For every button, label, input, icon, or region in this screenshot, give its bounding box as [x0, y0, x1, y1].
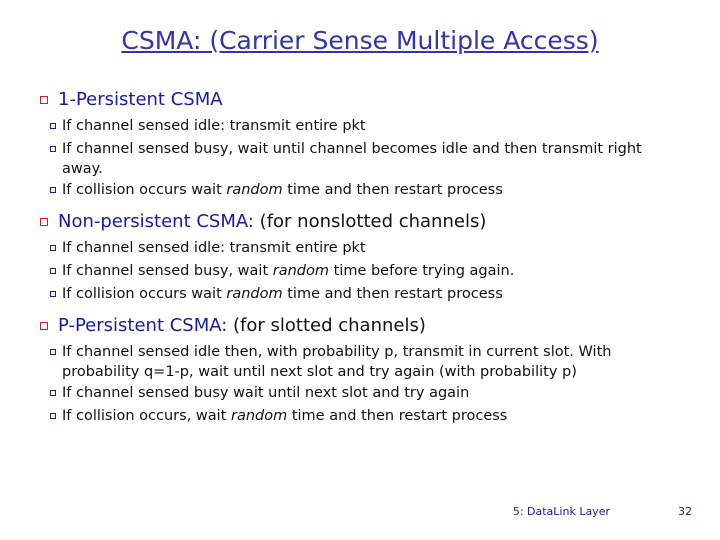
list-item-text: If channel sensed idle: transmit entire …: [62, 238, 366, 258]
section-heading-row: 1-Persistent CSMA: [36, 88, 696, 112]
item-text-em: random: [272, 263, 329, 279]
item-text-pre: If channel sensed busy, wait until chann…: [62, 141, 642, 177]
list-item-text: If collision occurs, wait random time an…: [62, 406, 507, 426]
list-item: If collision occurs wait random time and…: [36, 180, 696, 202]
small-square-bullet-icon: [36, 139, 62, 161]
list-item: If channel sensed idle then, with probab…: [36, 342, 696, 382]
section-heading-cont: (for nonslotted channels): [253, 211, 487, 232]
footer-label: 5: DataLink Layer: [512, 505, 610, 518]
item-text-em: random: [230, 408, 288, 424]
section-items: If channel sensed idle then, with probab…: [36, 342, 696, 428]
list-item-text: If channel sensed busy, wait until chann…: [62, 139, 662, 179]
list-item-text: If channel sensed busy wait until next s…: [62, 383, 469, 403]
list-item: If channel sensed busy, wait random time…: [36, 261, 696, 283]
page-title: CSMA: (Carrier Sense Multiple Access): [121, 26, 599, 55]
section-heading-cont: (for slotted channels): [227, 315, 426, 336]
section-heading-row: Non-persistent CSMA: (for nonslotted cha…: [36, 210, 696, 234]
list-item: If channel sensed idle: transmit entire …: [36, 238, 696, 260]
item-text-pre: If channel sensed idle: transmit entire …: [62, 118, 366, 134]
section-2: Non-persistent CSMA: (for nonslotted cha…: [36, 210, 696, 306]
small-square-bullet-icon: [36, 284, 62, 306]
list-item-text: If channel sensed idle: transmit entire …: [62, 116, 366, 136]
section-heading: Non-persistent CSMA: (for nonslotted cha…: [58, 210, 486, 234]
item-text-pre: If channel sensed busy, wait: [62, 263, 273, 279]
section-heading-main: Non-persistent CSMA:: [58, 211, 254, 232]
section-heading-main: P-Persistent CSMA:: [58, 315, 228, 336]
item-text-pre: If collision occurs wait: [62, 286, 227, 302]
section-items: If channel sensed idle: transmit entire …: [36, 116, 696, 202]
list-item-text: If channel sensed busy, wait random time…: [62, 261, 514, 281]
small-square-bullet-icon: [36, 406, 62, 428]
item-text-post: time and then restart process: [282, 286, 503, 302]
section-heading: 1-Persistent CSMA: [58, 88, 223, 112]
small-square-bullet-icon: [36, 383, 62, 405]
square-bullet-icon: [36, 88, 58, 112]
section-heading: P-Persistent CSMA: (for slotted channels…: [58, 314, 426, 338]
small-square-bullet-icon: [36, 261, 62, 283]
list-item: If channel sensed idle: transmit entire …: [36, 116, 696, 138]
slide-number: 32: [678, 505, 692, 518]
section-heading-row: P-Persistent CSMA: (for slotted channels…: [36, 314, 696, 338]
item-text-post: time and then restart process: [282, 182, 503, 198]
section-1: 1-Persistent CSMA If channel sensed idle…: [36, 88, 696, 202]
list-item: If collision occurs wait random time and…: [36, 284, 696, 306]
list-item: If channel sensed busy wait until next s…: [36, 383, 696, 405]
section-heading-main: 1-Persistent CSMA: [58, 89, 223, 110]
item-text-pre: If channel sensed busy wait until next s…: [62, 385, 470, 401]
item-text-em: random: [226, 182, 283, 198]
small-square-bullet-icon: [36, 238, 62, 260]
section-items: If channel sensed idle: transmit entire …: [36, 238, 696, 306]
small-square-bullet-icon: [36, 180, 62, 202]
list-item-text: If collision occurs wait random time and…: [62, 284, 503, 304]
item-text-pre: If collision occurs wait: [62, 182, 227, 198]
square-bullet-icon: [36, 314, 58, 338]
small-square-bullet-icon: [36, 342, 62, 364]
item-text-pre: If collision occurs, wait: [62, 408, 231, 424]
item-text-post: time and then restart process: [287, 408, 508, 424]
section-3: P-Persistent CSMA: (for slotted channels…: [36, 314, 696, 428]
small-square-bullet-icon: [36, 116, 62, 138]
item-text-post: time before trying again.: [329, 263, 515, 279]
item-text-pre: If channel sensed idle then, with probab…: [62, 344, 612, 380]
list-item: If collision occurs, wait random time an…: [36, 406, 696, 428]
item-text-em: random: [226, 286, 283, 302]
item-text-pre: If channel sensed idle: transmit entire …: [62, 240, 366, 256]
list-item: If channel sensed busy, wait until chann…: [36, 139, 696, 179]
slide-body: 1-Persistent CSMA If channel sensed idle…: [36, 88, 696, 436]
list-item-text: If collision occurs wait random time and…: [62, 180, 503, 200]
square-bullet-icon: [36, 210, 58, 234]
list-item-text: If channel sensed idle then, with probab…: [62, 342, 662, 382]
